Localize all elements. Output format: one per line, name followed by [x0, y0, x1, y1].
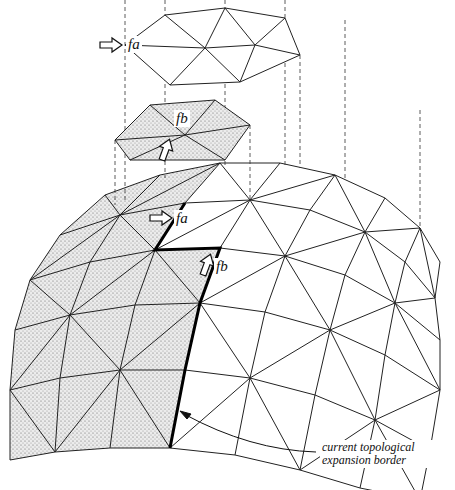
face-label: fa [174, 210, 190, 227]
callout-text: current topological expansion border [320, 440, 442, 468]
patch-a [125, 8, 300, 85]
expansion-border [155, 203, 220, 448]
face-label: fb [174, 110, 190, 127]
face-label: fb [214, 258, 230, 275]
projection-lines [115, 0, 420, 228]
face-arrows [100, 38, 217, 277]
leader-line [180, 411, 316, 452]
patch-b [115, 100, 250, 160]
face-label: fa [126, 36, 142, 53]
